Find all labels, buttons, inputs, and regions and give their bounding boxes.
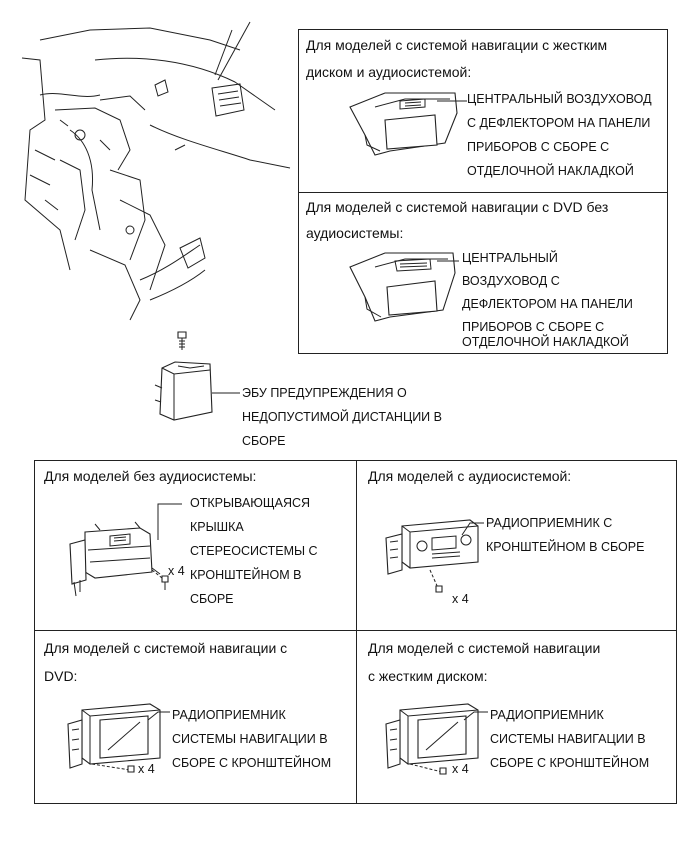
dvd-label-3: ДЕФЛЕКТОРОМ НА ПАНЕЛИ xyxy=(462,297,633,311)
no-audio-label-2: КРЫШКА xyxy=(190,520,244,534)
no-audio-label-4: КРОНШТЕЙНОМ В xyxy=(190,568,302,582)
bottom-grid-hdivider xyxy=(34,630,677,631)
no-audio-label-3: СТЕРЕОСИСТЕМЫ С xyxy=(190,544,318,558)
nav-dvd-heading-line2: DVD: xyxy=(44,668,78,684)
dvd-label-2: ВОЗДУХОВОД С xyxy=(462,274,560,288)
dvd-label-4: ПРИБОРОВ С СБОРЕ С xyxy=(462,320,605,334)
nav-hdd-label-1: РАДИОПРИЕМНИК xyxy=(490,708,604,722)
dvd-label-1: ЦЕНТРАЛЬНЫЙ xyxy=(462,251,558,265)
leader-hdd xyxy=(437,100,467,102)
leader-no-audio xyxy=(157,503,182,540)
leader-audio xyxy=(461,522,484,536)
audio-label-1: РАДИОПРИЕМНИК С xyxy=(486,516,613,530)
hdd-label-4: ОТДЕЛОЧНОЙ НАКЛАДКОЙ xyxy=(467,164,634,178)
hdd-heading-line2: диском и аудиосистемой: xyxy=(306,64,472,80)
ecu-label-2: НЕДОПУСТИМОЙ ДИСТАНЦИИ В xyxy=(242,410,442,424)
hdd-label-3: ПРИБОРОВ С СБОРЕ С xyxy=(467,140,610,154)
nav-dvd-label-1: РАДИОПРИЕМНИК xyxy=(172,708,286,722)
nav-hdd-label-3: СБОРЕ С КРОНШТЕЙНОМ xyxy=(490,756,650,770)
dvd-heading-line2: аудиосистемы: xyxy=(306,225,404,241)
radio-receiver-illustration xyxy=(385,519,479,593)
ecu-label-3: СБОРЕ xyxy=(242,434,286,448)
nav-dvd-count: x 4 xyxy=(138,762,155,776)
dvd-heading-line1: Для моделей с системой навигации с DVD б… xyxy=(306,199,609,215)
top-right-panel xyxy=(298,29,668,354)
nav-hdd-label-2: СИСТЕМЫ НАВИГАЦИИ В xyxy=(490,732,646,746)
leader-ecu xyxy=(212,392,240,394)
dvd-label-5: ОТДЕЛОЧНОЙ НАКЛАДКОЙ xyxy=(462,335,629,349)
audio-label-2: КРОНШТЕЙНОМ В СБОРЕ xyxy=(486,540,645,554)
nav-hdd-heading-line1: Для моделей с системой навигации xyxy=(368,640,601,656)
stereo-cover-illustration xyxy=(69,521,169,597)
nav-hdd-heading-line2: с жестким диском: xyxy=(368,668,488,684)
bottom-grid-vdivider xyxy=(356,460,357,804)
bottom-grid xyxy=(34,460,677,804)
hdd-heading-line1: Для моделей с системой навигации с жестк… xyxy=(306,37,608,53)
nav-hdd-count: x 4 xyxy=(452,762,469,776)
center-air-vent-hdd-illustration xyxy=(349,92,458,156)
leader-nav-hdd xyxy=(463,711,488,721)
no-audio-count: x 4 xyxy=(168,564,185,578)
no-audio-label-5: СБОРЕ xyxy=(190,592,234,606)
no-audio-heading: Для моделей без аудиосистемы: xyxy=(44,468,257,484)
ecu-illustration xyxy=(154,331,213,421)
audio-count: x 4 xyxy=(452,592,469,606)
nav-dvd-label-2: СИСТЕМЫ НАВИГАЦИИ В xyxy=(172,732,328,746)
leader-dvd xyxy=(437,260,459,262)
no-audio-label-1: ОТКРЫВАЮЩАЯСЯ xyxy=(190,496,311,510)
nav-receiver-dvd-illustration xyxy=(67,703,161,773)
hdd-label-1: ЦЕНТРАЛЬНЫЙ ВОЗДУХОВОД xyxy=(467,92,652,106)
nav-receiver-hdd-illustration xyxy=(385,703,479,775)
ecu-label-1: ЭБУ ПРЕДУПРЕЖДЕНИЯ О xyxy=(242,386,407,400)
nav-dvd-label-3: СБОРЕ С КРОНШТЕЙНОМ xyxy=(172,756,332,770)
leader-nav-dvd xyxy=(147,711,170,721)
center-air-vent-dvd-illustration xyxy=(349,252,456,322)
top-right-divider xyxy=(298,192,668,193)
nav-dvd-heading-line1: Для моделей с системой навигации с xyxy=(44,640,288,656)
audio-heading: Для моделей с аудиосистемой: xyxy=(368,468,572,484)
hdd-label-2: С ДЕФЛЕКТОРОМ НА ПАНЕЛИ xyxy=(467,116,651,130)
